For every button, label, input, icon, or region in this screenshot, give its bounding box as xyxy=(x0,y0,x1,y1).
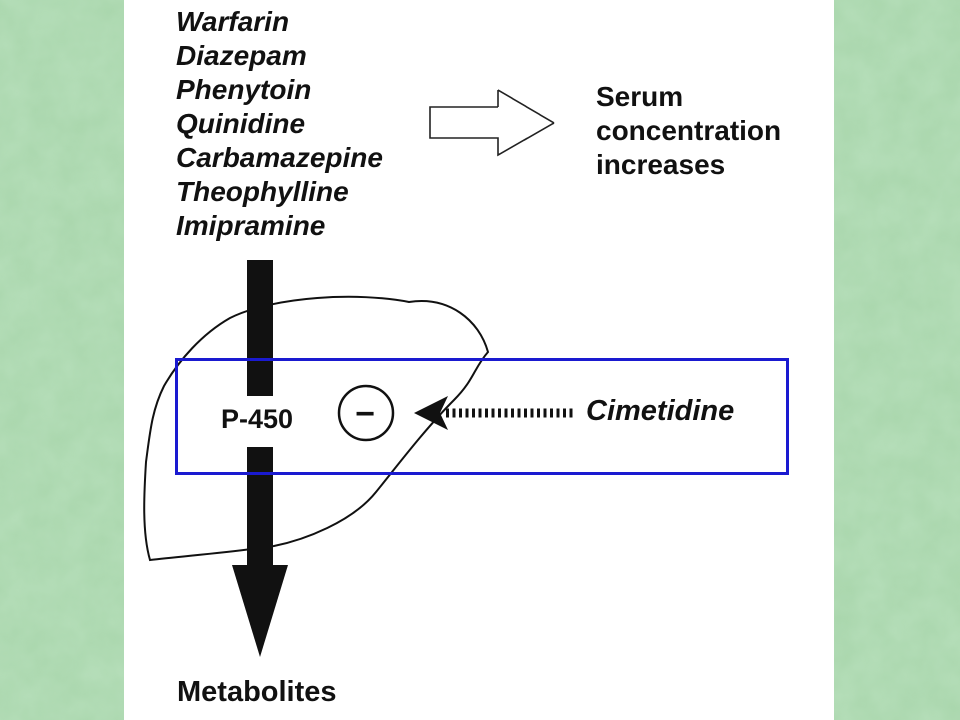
drug-name: Warfarin xyxy=(176,6,290,37)
drug-name: Quinidine xyxy=(176,108,306,139)
drug-name: Diazepam xyxy=(176,40,307,71)
down-arrow-icon xyxy=(232,565,288,657)
drug-name: Phenytoin xyxy=(176,74,312,105)
drug-name: Imipramine xyxy=(176,210,326,241)
dashed-left-arrow-icon xyxy=(414,396,576,430)
slide-panel: Warfarin Diazepam Phenytoin Quinidine Ca… xyxy=(124,0,834,720)
effect-line: Serum xyxy=(596,81,684,112)
product-label: Metabolites xyxy=(177,676,337,708)
minus-icon: − xyxy=(355,394,375,433)
enzyme-label: P-450 xyxy=(221,404,294,434)
diagram-graphics xyxy=(143,88,576,657)
drug-name: Carbamazepine xyxy=(176,142,383,173)
liver-outline xyxy=(143,295,490,562)
serum-effect-label: Serum concentration increases xyxy=(596,80,781,182)
inhibitor-label: Cimetidine xyxy=(586,395,735,427)
metabolism-arrow-shaft-top xyxy=(247,260,273,396)
effect-line: increases xyxy=(596,149,726,180)
inhibition-circle xyxy=(337,384,395,442)
substrate-drug-list: Warfarin Diazepam Phenytoin Quinidine Ca… xyxy=(176,5,383,243)
outline-right-arrow-icon xyxy=(429,88,556,157)
effect-line: concentration xyxy=(596,115,782,146)
drug-name: Theophylline xyxy=(176,176,349,207)
metabolism-arrow-shaft-bottom xyxy=(247,447,273,565)
